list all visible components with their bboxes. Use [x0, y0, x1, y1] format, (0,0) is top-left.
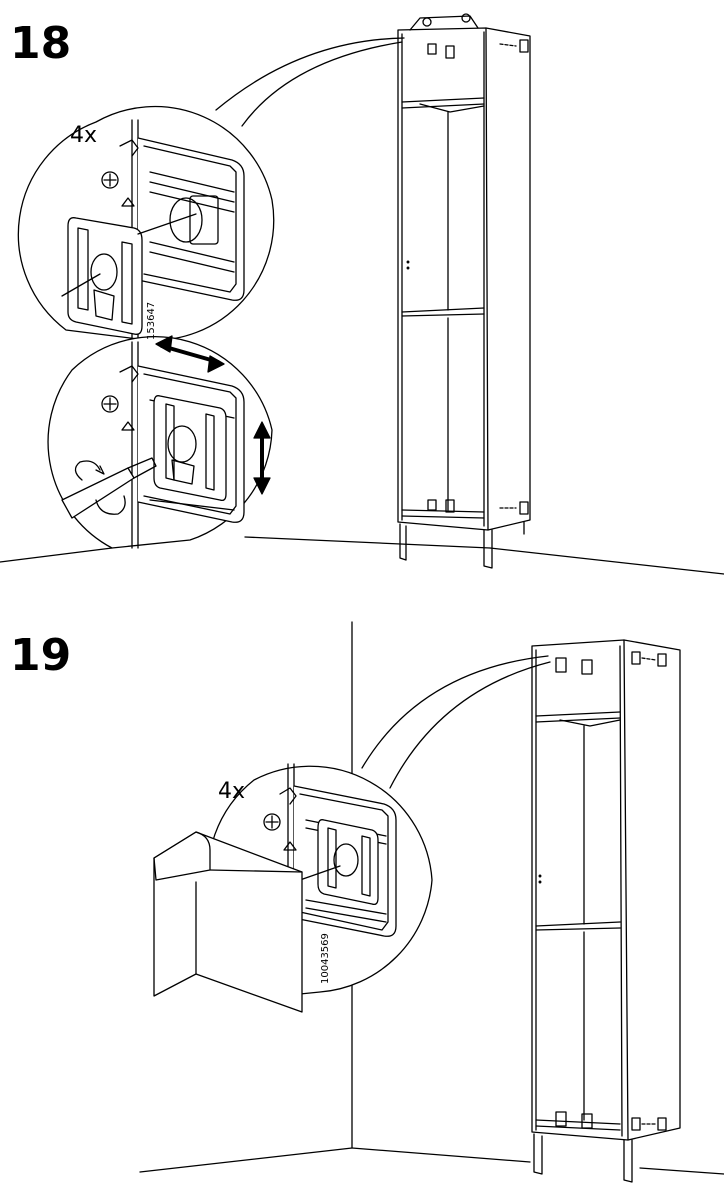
callout-connector-19 — [361, 655, 549, 769]
detail-circle-18-top — [17, 105, 275, 341]
callout-connector-19b — [389, 661, 551, 789]
double-arrow-horizontal-icon — [155, 335, 225, 373]
step-number-19: 19 — [10, 630, 72, 681]
leader-line-18 — [137, 213, 197, 235]
callout-connector-18b — [215, 37, 405, 111]
detail-circle-19 — [153, 763, 433, 1013]
part-number-19: 10043569 — [320, 933, 331, 984]
callout-connector-18 — [241, 41, 403, 127]
step-number-18: 18 — [10, 18, 72, 69]
screwdriver-icon — [61, 457, 157, 519]
part-number-18: 153647 — [146, 302, 157, 340]
detail-circle-18-bottom — [47, 336, 273, 549]
cabinet-18 — [397, 13, 531, 569]
floor-corner-18 — [0, 536, 724, 575]
quantity-label-19: 4x — [218, 779, 245, 804]
quantity-label-18: 4x — [70, 123, 97, 148]
double-arrow-vertical-icon — [253, 421, 271, 495]
cabinet-19 — [531, 639, 681, 1183]
